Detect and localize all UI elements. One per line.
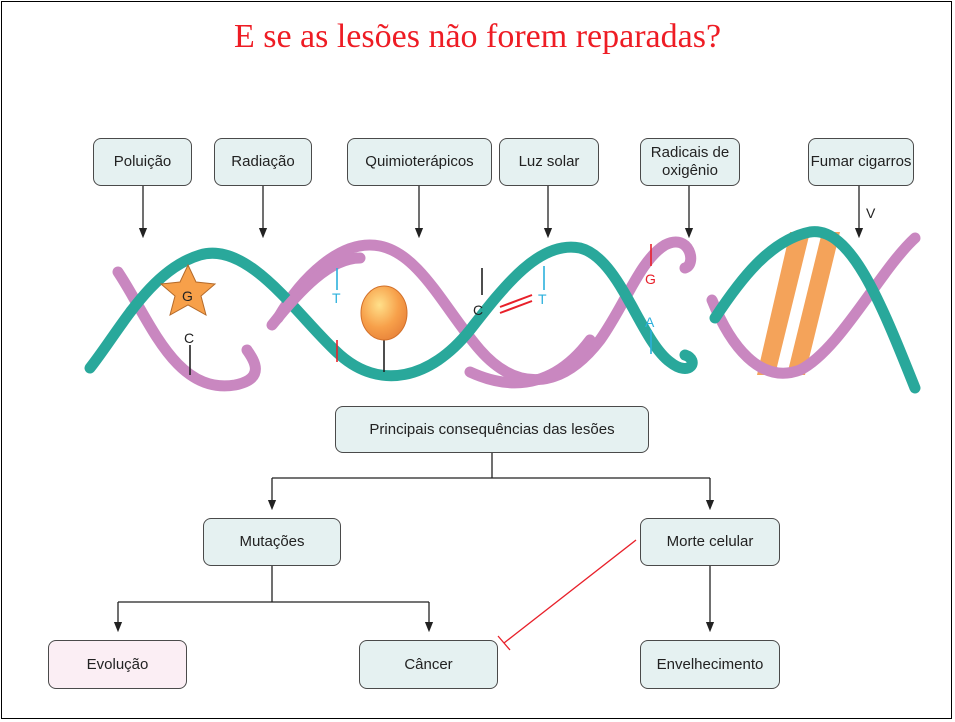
- label-c-left: C: [184, 330, 194, 346]
- star-damage-icon: [159, 263, 217, 317]
- strand-teal-right: [709, 226, 921, 394]
- mutations-box: Mutações: [203, 518, 341, 566]
- label-c-mid: C: [473, 302, 483, 318]
- label-g-star: G: [182, 288, 193, 304]
- strand-pink-back: [112, 236, 697, 392]
- source-chemo-box: Quimioterápicos: [347, 138, 492, 186]
- slide-title: E se as lesões não forem reparadas?: [233, 18, 722, 55]
- crosslink-bar-1: [757, 232, 810, 375]
- dna-helix-main: [84, 236, 698, 392]
- aging-box: Envelhecimento: [640, 640, 780, 689]
- lesion-marks: [189, 244, 652, 375]
- dimer-bond-1: [499, 294, 533, 308]
- strand-teal: [84, 241, 698, 382]
- label-t-dimer: T: [538, 291, 547, 307]
- label-a-blue: A: [645, 314, 655, 330]
- source-smoking-box: Fumar cigarros: [808, 138, 914, 186]
- source-radiation-box: Radiação: [214, 138, 312, 186]
- source-pollution-box: Poluição: [93, 138, 192, 186]
- dimer-bond-2: [499, 300, 533, 314]
- dna-helix-right: [706, 226, 921, 394]
- inhibition-line: [497, 539, 637, 651]
- source-oxygen-radicals-box: Radicais de oxigênio: [640, 138, 740, 186]
- main-consequences-box: Principais consequências das lesões: [335, 406, 649, 453]
- strand-pink-right: [706, 232, 921, 379]
- cell-death-box: Morte celular: [640, 518, 780, 566]
- cancer-box: Câncer: [359, 640, 498, 689]
- crosslink-bar-2: [787, 232, 840, 375]
- consequence-connectors: [113, 453, 715, 633]
- source-sunlight-box: Luz solar: [499, 138, 599, 186]
- strand-pink-front: [266, 252, 596, 389]
- label-v: V: [866, 205, 876, 221]
- label-g-red: G: [645, 271, 656, 287]
- source-arrows: [138, 186, 864, 239]
- label-t-top: T: [332, 290, 341, 306]
- chemo-adduct-icon: [360, 285, 408, 341]
- evolution-box: Evolução: [48, 640, 187, 689]
